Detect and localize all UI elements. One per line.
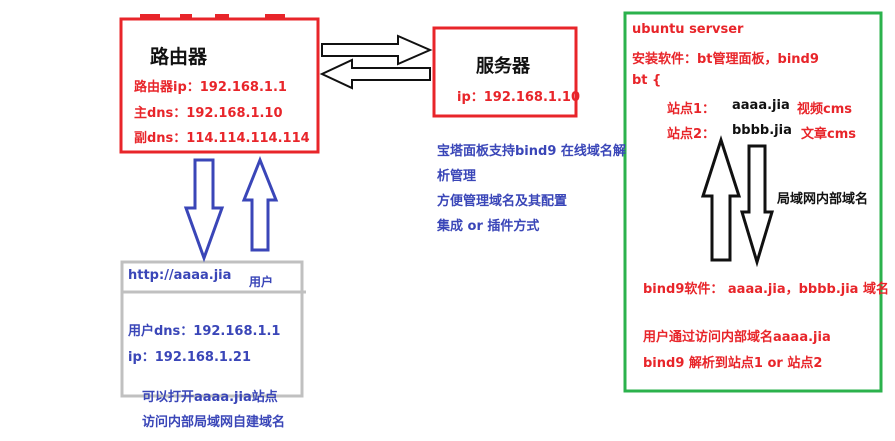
bind9-resolve-line: bind9 解析到站点1 or 站点2	[643, 356, 823, 371]
arrow-left-server-to-router	[319, 58, 431, 90]
bind9-domains: bind9软件： aaaa.jia，bbbb.jia 域名	[643, 282, 889, 297]
site1-label: 站点1：	[667, 102, 716, 117]
top-red-mark	[180, 14, 192, 18]
arrow-up-bind9-to-sites	[700, 135, 742, 262]
ubuntu-title: ubuntu servser	[632, 22, 744, 37]
top-red-mark	[140, 14, 160, 18]
router-ip: 路由器ip：192.168.1.1	[134, 80, 287, 95]
ubuntu-software: 安装软件：bt管理面板，bind9	[632, 52, 819, 67]
user-access-line: 用户通过访问内部域名aaaa.jia	[643, 330, 831, 345]
router-title: 路由器	[150, 46, 208, 68]
router-secondary-dns: 副dns：114.114.114.114	[134, 131, 310, 146]
router-primary-dns: 主dns：192.168.1.10	[134, 106, 283, 121]
user-note-line-2: 访问内部局域网自建域名	[142, 415, 286, 430]
server-box	[432, 26, 578, 118]
arrow-down-router-to-user	[183, 158, 225, 263]
server-note-line-1: 宝塔面板支持bind9 在线域名解	[437, 144, 626, 159]
user-box	[120, 260, 304, 398]
user-url: http://aaaa.jia	[128, 268, 232, 283]
server-note-line-3: 方便管理域名及其配置	[437, 194, 568, 209]
server-title: 服务器	[476, 56, 530, 77]
ubuntu-bt: bt {	[632, 73, 662, 88]
lan-domain-label: 局域网内部域名	[777, 192, 869, 207]
arrow-down-sites-to-bind9	[739, 144, 775, 268]
arrow-up-user-to-router	[241, 155, 279, 252]
user-note-line-1: 可以打开aaaa.jia站点	[142, 390, 278, 405]
site2-domain: bbbb.jia	[732, 123, 792, 138]
user-ip: ip：192.168.1.21	[128, 350, 251, 365]
arrow-right-router-to-server	[321, 34, 433, 66]
site1-type: 视频cms	[797, 102, 852, 117]
site2-type: 文章cms	[801, 127, 856, 142]
user-dns: 用户dns：192.168.1.1	[128, 324, 281, 339]
router-box	[119, 17, 320, 154]
server-note-line-2: 析管理	[437, 169, 477, 184]
user-label: 用户	[249, 275, 274, 289]
ubuntu-box	[623, 11, 883, 393]
top-red-mark	[215, 14, 229, 18]
site2-label: 站点2：	[667, 127, 716, 142]
server-ip: ip：192.168.1.10	[457, 90, 580, 105]
top-red-mark	[265, 14, 285, 18]
server-note-line-4: 集成 or 插件方式	[437, 219, 540, 234]
site1-domain: aaaa.jia	[732, 98, 790, 113]
